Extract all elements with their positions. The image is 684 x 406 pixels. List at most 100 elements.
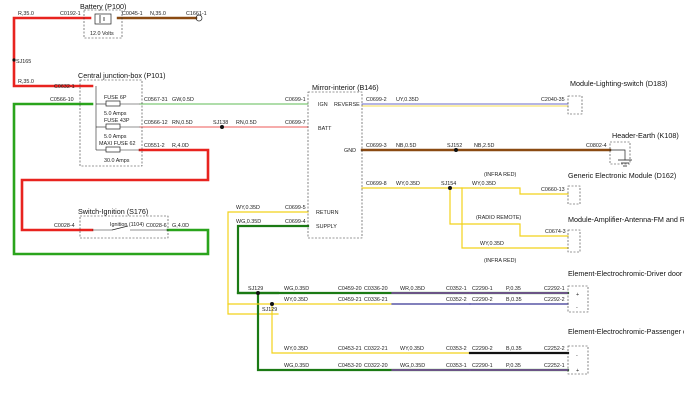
driver-door-minus: - xyxy=(576,305,578,311)
central-junction-box: Central junction-box (P101) FUSE 6P 5.0 … xyxy=(78,71,166,167)
conn-c2252-1: C2252-1 xyxy=(544,363,565,369)
mirror-pin-return: RETURN xyxy=(316,210,339,216)
conn-c0352-2: C0352-2 xyxy=(446,297,467,303)
mirror-pin-gnd: GND xyxy=(344,148,356,154)
fuse-62-rating: 30.0 Amps xyxy=(104,158,130,164)
mirror-interior: Mirror-interior (B146) IGN REVERSE BATT … xyxy=(307,83,379,239)
conn-c0336-21: C0336-21 xyxy=(364,297,388,303)
note-radio-remote: (RADIO REMOTE) xyxy=(476,215,521,221)
driver-door-element: Element-Electrochromic-Driver door (H133… xyxy=(567,269,684,313)
wire-wg-supply xyxy=(236,224,310,295)
conn-c0453-21: C0453-21 xyxy=(338,346,362,352)
conn-c2292-2: C2292-2 xyxy=(544,297,565,303)
splice-sj154 xyxy=(448,186,452,190)
conn-c0551-2: C0551-2 xyxy=(144,143,165,149)
amp-title: Module-Amplifier-Antenna-FM and Remote k… xyxy=(568,215,684,224)
wire-label-wg035c: WG,0.35D xyxy=(284,363,309,369)
mirror-pin-batt: BATT xyxy=(318,126,332,132)
wire-label-wy035f: WY,0.35D xyxy=(284,346,308,352)
wire-earth-stub xyxy=(609,149,626,161)
wire-label-wy035a: WY,0.35D xyxy=(396,181,420,187)
conn-c0567-31: C0567-31 xyxy=(144,97,168,103)
splice-sj154-label: SJ154 xyxy=(441,181,456,187)
splice-sj129b-label: SJ129 xyxy=(262,307,277,313)
wire-label-wg035a: WG,0.35D xyxy=(236,219,261,225)
conn-c0699-3: C0699-3 xyxy=(366,143,387,149)
conn-c0699-4: C0699-4 xyxy=(285,219,306,225)
conn-c0353-1: C0353-1 xyxy=(446,363,467,369)
conn-c0322-21: C0322-21 xyxy=(364,346,388,352)
battery-symbol xyxy=(94,13,112,25)
ignition-box xyxy=(79,215,169,239)
conn-c0353-2: C0353-2 xyxy=(446,346,467,352)
lighting-switch-box xyxy=(567,95,583,115)
conn-c0459-21: C0459-21 xyxy=(338,297,362,303)
conn-c0632-1: C0632-1 xyxy=(54,84,75,90)
passenger-door-minus: - xyxy=(576,353,578,359)
conn-c2040-35: C2040-35 xyxy=(541,97,565,103)
conn-c0699-7: C0699-7 xyxy=(285,120,306,126)
ignition-title: Switch-Ignition (S176) xyxy=(78,207,148,216)
wire-label-n35: N,35.0 xyxy=(150,11,166,17)
wire-label-rn05a: RN,0.5D xyxy=(172,120,193,126)
note-infra-red-1: (INFRA RED) xyxy=(484,172,517,178)
lighting-switch-title: Module-Lighting-switch (D183) xyxy=(570,79,667,88)
wire-label-r35a: R,35.0 xyxy=(18,11,34,17)
splice-sj165 xyxy=(12,58,16,62)
connector-labels: C0192-1 C0045-1 C1661-1 C0632-1 C0566-10… xyxy=(50,11,607,369)
conn-c2290-2b: C2290-2 xyxy=(472,346,493,352)
wires xyxy=(12,16,626,372)
conn-c0453-20: C0453-20 xyxy=(338,363,362,369)
mirror-pin-ign: IGN xyxy=(318,102,328,108)
cjb-box xyxy=(79,79,143,167)
conn-c0566-12: C0566-12 xyxy=(144,120,168,126)
conn-c0802-4: C0802-4 xyxy=(586,143,607,149)
wire-labels: R,35.0 N,35.0 R,35.0 GW,0.5D RN,0.5D RN,… xyxy=(18,11,522,369)
conn-c0028-6: C0028-6 xyxy=(146,223,167,229)
fuse-43p-name: FUSE 43P xyxy=(104,118,130,124)
header-earth-box xyxy=(609,141,631,165)
gem-box xyxy=(567,185,581,205)
amplifier-antenna-module: Module-Amplifier-Antenna-FM and Remote k… xyxy=(567,215,684,253)
wire-wy-radio xyxy=(449,187,569,237)
battery-box xyxy=(83,9,123,39)
conn-c0660-13: C0660-13 xyxy=(541,187,565,193)
conn-c0699-2: C0699-2 xyxy=(366,97,387,103)
conn-c2290-1b: C2290-1 xyxy=(472,363,493,369)
conn-c0045-1: C0045-1 xyxy=(122,11,143,17)
splice-sj138-label: SJ138 xyxy=(213,120,228,126)
splice-sj152-label: SJ152 xyxy=(447,143,462,149)
wire-wy-return xyxy=(227,211,309,315)
conn-c0352-1: C0352-1 xyxy=(446,286,467,292)
fuse-6p-rating: 5.0 Amps xyxy=(104,111,127,117)
ignition-switch-blade xyxy=(111,225,129,231)
mirror-pin-reverse: REVERSE xyxy=(334,102,360,108)
wire-label-r35b: R,35.0 xyxy=(18,79,34,85)
wire-r4-ignition-feed xyxy=(20,148,210,232)
wire-g-ignition-loop xyxy=(12,102,210,256)
conn-c0459-20: C0459-20 xyxy=(338,286,362,292)
fuse-43p-rating: 5.0 Amps xyxy=(104,134,127,140)
conn-c2252-2: C2252-2 xyxy=(544,346,565,352)
conn-c2292-1: C2292-1 xyxy=(544,286,565,292)
conn-c2290-2: C2290-2 xyxy=(472,297,493,303)
wire-label-rn05b: RN,0.5D xyxy=(236,120,257,126)
conn-c0566-10: C0566-10 xyxy=(50,97,74,103)
cjb-title: Central junction-box (P101) xyxy=(78,71,166,80)
wire-label-b035b: B,0.35 xyxy=(506,346,522,352)
driver-door-title: Element-Electrochromic-Driver door (H133… xyxy=(568,269,684,278)
wire-label-g40: G,4.0D xyxy=(172,223,189,229)
header-earth-title: Header-Earth (K108) xyxy=(612,131,679,140)
wire-wy-infra xyxy=(461,187,569,249)
wire-label-gw05: GW,0.5D xyxy=(172,97,194,103)
wire-label-p035a: P,0.35 xyxy=(506,286,521,292)
conn-c0028-4: C0028-4 xyxy=(54,223,75,229)
wire-label-b035a: B,0.35 xyxy=(506,297,522,303)
wire-label-uy035: UY,0.35D xyxy=(396,97,419,103)
battery-earth-terminal xyxy=(195,14,203,22)
ignition-contact: Ignition (1104) xyxy=(110,222,144,228)
battery-voltage: 12.0 Volts xyxy=(90,31,114,37)
gem-title: Generic Electronic Module (D162) xyxy=(568,171,676,180)
conn-c0699-1: C0699-1 xyxy=(285,97,306,103)
fuse-62-symbol xyxy=(105,146,121,153)
